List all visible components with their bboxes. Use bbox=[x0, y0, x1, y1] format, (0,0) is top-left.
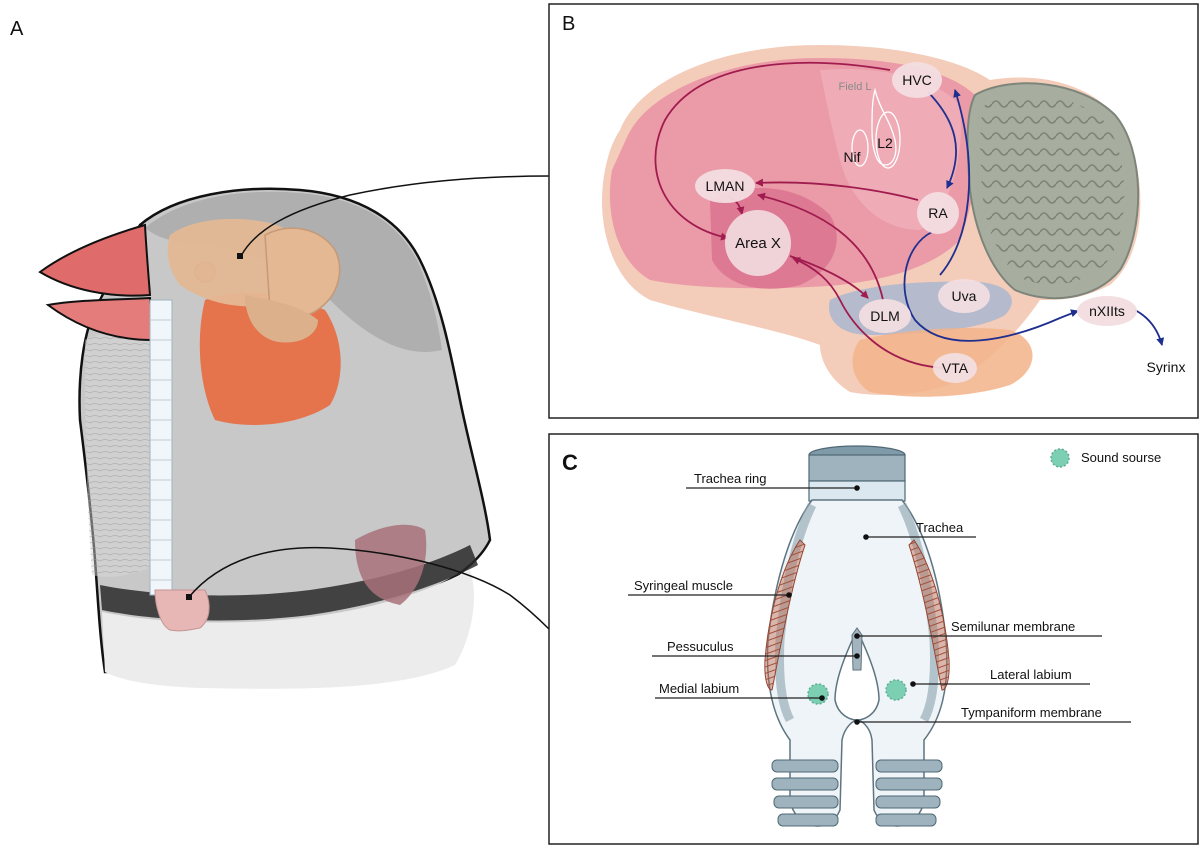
hvc-label: HVC bbox=[902, 72, 932, 88]
pessuculus-label: Pessuculus bbox=[667, 639, 734, 654]
sound-source-legend-label: Sound sourse bbox=[1081, 450, 1161, 465]
semilunar-membrane-label: Semilunar membrane bbox=[951, 619, 1075, 634]
trachea-ring-label: Trachea ring bbox=[694, 471, 767, 486]
sound-source-legend-swatch bbox=[1051, 449, 1069, 467]
vta-label: VTA bbox=[942, 360, 969, 376]
medial-labium-label: Medial labium bbox=[659, 681, 739, 696]
panel-a: A bbox=[10, 18, 550, 689]
dlm-label: DLM bbox=[870, 308, 900, 324]
upper-beak bbox=[40, 225, 150, 296]
lman-label: LMAN bbox=[706, 178, 745, 194]
l2-label: L2 bbox=[877, 135, 893, 151]
syringeal-muscle-label: Syringeal muscle bbox=[634, 578, 733, 593]
panel-a-letter: A bbox=[10, 18, 24, 40]
tympaniform-membrane-label: Tympaniform membrane bbox=[961, 705, 1102, 720]
medial-labium-left-sound-source bbox=[808, 684, 828, 704]
bird-head-illustration bbox=[40, 189, 490, 689]
syrinx-target-label: Syrinx bbox=[1147, 359, 1186, 375]
nif-label: Nif bbox=[843, 149, 860, 165]
trachea-tube bbox=[150, 300, 172, 595]
panel-b: B HVC Field L Nif L2 bbox=[549, 4, 1198, 418]
panel-b-letter: B bbox=[562, 13, 575, 35]
trachea-ring-band-1 bbox=[809, 455, 905, 481]
cerebellum-folia bbox=[980, 95, 1124, 284]
panel-c-letter: C bbox=[562, 450, 578, 475]
field-l-label: Field L bbox=[838, 81, 871, 93]
lateral-labium-right-sound-source bbox=[886, 680, 906, 700]
area-x-label: Area X bbox=[735, 235, 781, 252]
uva-label: Uva bbox=[952, 288, 977, 304]
trachea-label: Trachea bbox=[916, 520, 964, 535]
panel-c: C Sound sourse bbox=[549, 434, 1198, 844]
nxiits-label: nXIIts bbox=[1089, 303, 1125, 319]
lateral-labium-label: Lateral labium bbox=[990, 667, 1072, 682]
trachea-ring-band-2 bbox=[809, 481, 905, 501]
ra-label: RA bbox=[928, 205, 948, 221]
